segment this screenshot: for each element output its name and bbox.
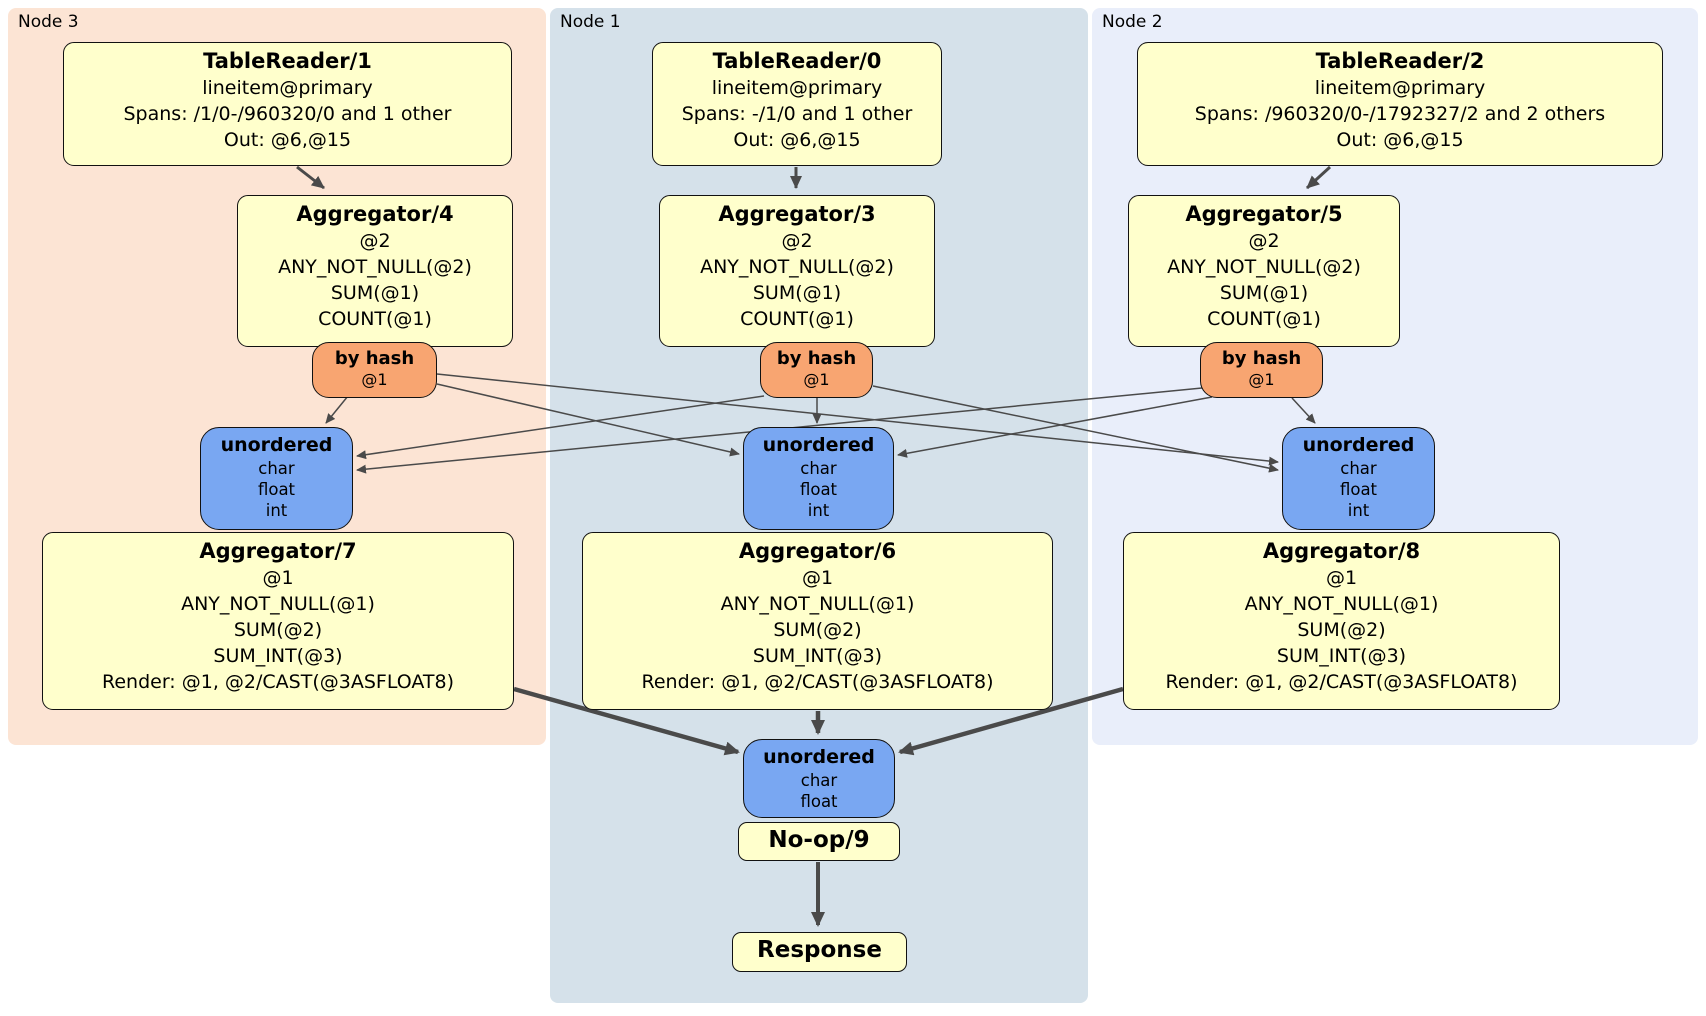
edge-hash2-sync1 [897, 396, 1213, 458]
region-node2-label: Node 2 [1102, 12, 1163, 32]
router-by-hash-node3: by hash @1 [312, 342, 437, 398]
edge-tr1-agg4 [296, 165, 325, 190]
router-title: by hash [776, 348, 857, 369]
edge-hash3-sync3 [325, 395, 349, 424]
router-details: @1 [1248, 370, 1275, 389]
region-node1-label: Node 1 [560, 12, 621, 32]
edge-hash3-sync1 [436, 383, 740, 457]
router-details: @1 [361, 370, 388, 389]
operator-title: TableReader/1 [203, 49, 372, 73]
operator-title: No-op/9 [768, 827, 870, 853]
operator-title: Aggregator/7 [199, 539, 357, 563]
edge-agg7-syncfinal [513, 686, 740, 756]
region-node3-label: Node 3 [18, 12, 79, 32]
sync-title: unordered [1302, 434, 1415, 456]
operator-title: Response [757, 937, 882, 963]
operator-title: Aggregator/5 [1185, 202, 1343, 226]
edge-hash3-sync2 [436, 373, 1279, 466]
sync-title: unordered [220, 434, 333, 456]
operator-title: TableReader/0 [712, 49, 882, 73]
edge-hash1-sync2 [872, 385, 1279, 473]
router-title: by hash [334, 348, 415, 369]
sync-title: unordered [763, 746, 875, 768]
edge-hash1-sync3 [356, 395, 765, 460]
sync-title: unordered [762, 434, 875, 456]
operator-title: TableReader/2 [1315, 49, 1485, 73]
operator-title: Aggregator/6 [738, 539, 897, 563]
router-by-hash-node1: by hash @1 [760, 342, 873, 398]
router-by-hash-node2: by hash @1 [1200, 342, 1323, 398]
router-title: by hash [1221, 348, 1302, 369]
router-details: @1 [803, 370, 830, 389]
operator-response: Response [732, 932, 907, 972]
operator-noop-9: No-op/9 [738, 822, 900, 861]
operator-title: Aggregator/4 [296, 202, 454, 226]
edge-agg8-syncfinal [898, 686, 1124, 756]
operator-title: Aggregator/3 [718, 202, 876, 226]
edge-tr2-agg5 [1305, 165, 1332, 190]
operator-title: Aggregator/8 [1262, 539, 1421, 563]
edge-hash2-sync2 [1291, 397, 1316, 424]
